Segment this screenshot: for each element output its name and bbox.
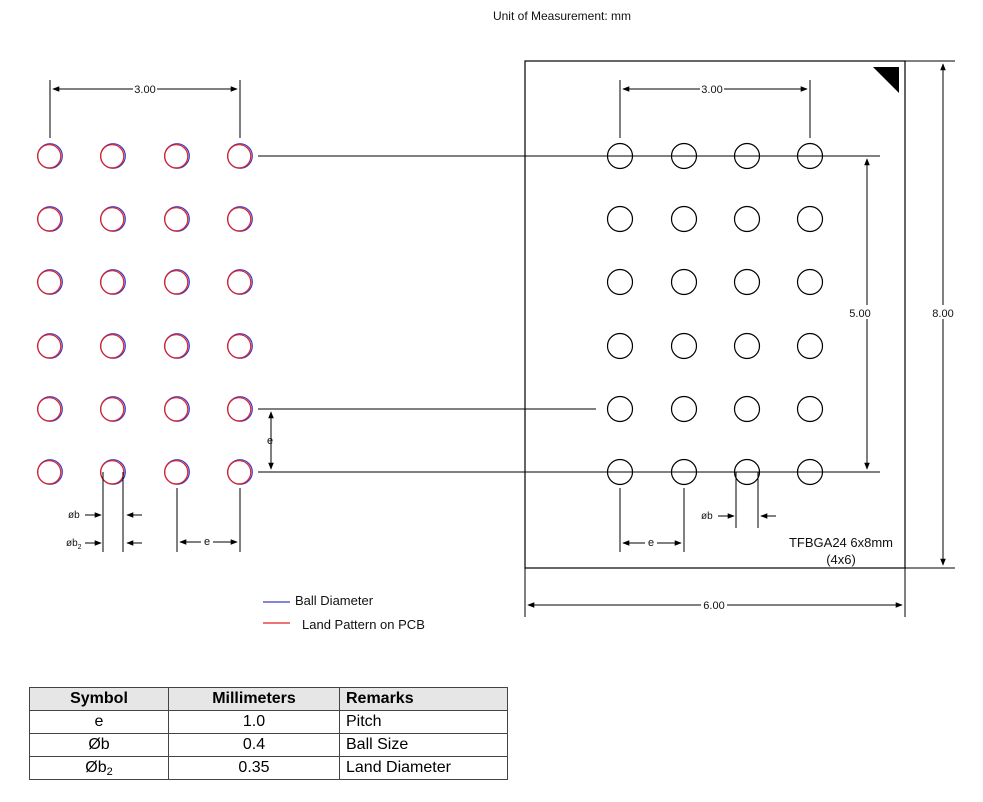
- land-outline: [226, 334, 252, 359]
- table-row: e 1.0 Pitch: [29, 710, 508, 734]
- left-phi-b2-label: øb2: [66, 538, 82, 551]
- land-outline: [226, 397, 252, 422]
- mm-cell: 1.0: [168, 710, 340, 734]
- package-ball: [733, 332, 761, 360]
- package-name: TFBGA24 6x8mm: [789, 535, 893, 550]
- table-header-row: Symbol Millimeters Remarks: [29, 687, 508, 711]
- land-outline: [163, 144, 189, 169]
- mm-cell: 0.35: [168, 756, 340, 780]
- legend-land-label: Land Pattern on PCB: [302, 617, 425, 632]
- land-outline: [36, 144, 62, 169]
- header-remarks: Remarks: [339, 687, 508, 711]
- package-ball: [796, 458, 824, 486]
- package-ball: [606, 142, 634, 170]
- package-ball: [670, 205, 698, 233]
- pin1-marker-icon: [873, 67, 899, 93]
- width-label: 6.00: [703, 600, 724, 612]
- spec-table: Symbol Millimeters Remarks e 1.0 Pitch Ø…: [29, 687, 508, 780]
- symbol-cell: Øb: [29, 733, 169, 757]
- remark-cell: Pitch: [339, 710, 508, 734]
- package-ball: [670, 142, 698, 170]
- right-phi-b-label: øb: [701, 511, 713, 522]
- remark-cell: Ball Size: [339, 733, 508, 757]
- land-outline: [226, 207, 252, 232]
- right-ball-grid: [606, 142, 824, 486]
- land-outline: [99, 460, 125, 485]
- land-outline: [99, 144, 125, 169]
- package-ball: [606, 395, 634, 423]
- left-view: 3.00 e øb øb2 e: [36, 80, 880, 552]
- package-outline: [524, 60, 906, 569]
- land-outline: [226, 144, 252, 169]
- header-symbol: Symbol: [29, 687, 169, 711]
- land-outline: [36, 397, 62, 422]
- land-outline: [36, 270, 62, 295]
- land-outline: [99, 334, 125, 359]
- package-ball: [796, 395, 824, 423]
- land-outline: [99, 207, 125, 232]
- land-outline: [99, 270, 125, 295]
- package-ball: [606, 332, 634, 360]
- land-outline: [36, 460, 62, 485]
- package-ball: [733, 458, 761, 486]
- left-phi-b-label: øb: [68, 510, 80, 521]
- package-ball: [733, 395, 761, 423]
- right-e-label: e: [648, 537, 654, 549]
- package-ball: [796, 142, 824, 170]
- legend: Ball Diameter Land Pattern on PCB: [263, 593, 425, 632]
- mm-cell: 0.4: [168, 733, 340, 757]
- left-bottom-e-label: e: [204, 536, 210, 548]
- package-ball: [606, 205, 634, 233]
- package-ball: [733, 142, 761, 170]
- package-ball: [733, 268, 761, 296]
- remark-cell: Land Diameter: [339, 756, 508, 780]
- land-outline: [163, 397, 189, 422]
- package-ball: [670, 458, 698, 486]
- package-ball: [796, 332, 824, 360]
- height-label: 8.00: [932, 308, 953, 320]
- package-ball: [796, 205, 824, 233]
- land-outline: [99, 397, 125, 422]
- package-ball: [670, 395, 698, 423]
- symbol-cell: Øb2: [29, 756, 169, 780]
- row-span-label: 5.00: [849, 308, 870, 320]
- package-grid: (4x6): [826, 552, 856, 567]
- left-pitch-label: 3.00: [134, 84, 155, 96]
- package-ball: [606, 458, 634, 486]
- land-outline: [163, 207, 189, 232]
- land-outline: [226, 460, 252, 485]
- table-row: Øb2 0.35 Land Diameter: [29, 756, 508, 780]
- package-ball: [796, 268, 824, 296]
- package-ball: [670, 332, 698, 360]
- land-outline: [163, 270, 189, 295]
- land-outline: [36, 207, 62, 232]
- land-outline: [163, 334, 189, 359]
- right-view: 3.00 5.00 8.00 6.00 e øb TFBGA24 6x8mm (…: [524, 60, 957, 617]
- legend-ball-label: Ball Diameter: [295, 593, 374, 608]
- table-row: Øb 0.4 Ball Size: [29, 733, 508, 757]
- unit-label: Unit of Measurement: mm: [493, 9, 631, 23]
- land-outline: [36, 334, 62, 359]
- left-e-label: e: [267, 435, 273, 447]
- package-ball: [606, 268, 634, 296]
- land-outline: [226, 270, 252, 295]
- left-ball-grid: [36, 143, 253, 485]
- land-outline: [163, 460, 189, 485]
- package-ball: [670, 268, 698, 296]
- package-ball: [733, 205, 761, 233]
- header-millimeters: Millimeters: [168, 687, 340, 711]
- right-pitch-label: 3.00: [701, 84, 722, 96]
- symbol-cell: e: [29, 710, 169, 734]
